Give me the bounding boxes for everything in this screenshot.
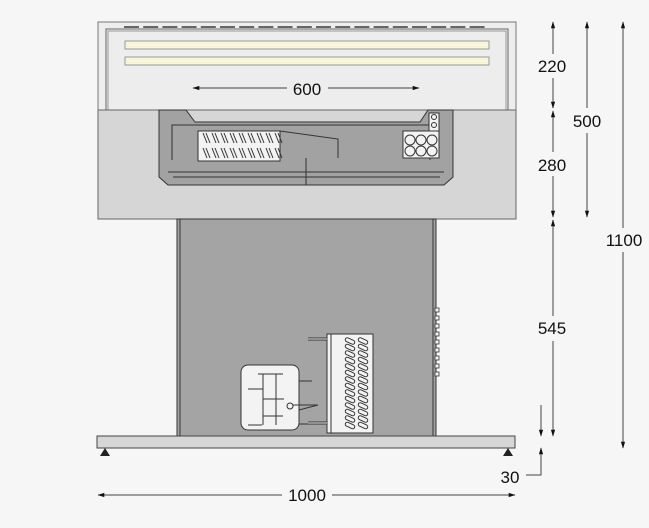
glass-canopy	[97, 21, 517, 111]
slot	[412, 26, 427, 28]
dim-500: 500	[573, 112, 601, 131]
slot	[200, 26, 216, 28]
slot	[181, 26, 197, 28]
slot	[124, 26, 139, 28]
vent-slot	[434, 347, 440, 353]
slot	[239, 26, 255, 28]
slot	[258, 26, 274, 28]
slot	[143, 26, 159, 28]
dim-280: 280	[538, 156, 566, 175]
vent-slot	[434, 355, 440, 361]
vent-slot	[434, 339, 440, 345]
base-cabinet	[176, 218, 440, 437]
dim-545: 545	[538, 319, 566, 338]
evaporator-coil	[197, 130, 283, 162]
slot	[277, 26, 293, 28]
dimension-lines	[97, 21, 626, 498]
slot	[316, 26, 331, 28]
foot	[503, 448, 513, 456]
counter-body	[97, 109, 517, 220]
vent-slot	[434, 307, 440, 313]
ventilation-slots	[124, 26, 485, 28]
vent-slot	[434, 371, 440, 377]
slot	[296, 26, 312, 28]
slot	[373, 26, 389, 28]
vent-slot	[434, 363, 440, 369]
slot	[450, 26, 466, 28]
slot	[469, 26, 485, 28]
dim-600: 600	[293, 80, 321, 99]
slot	[431, 26, 447, 28]
condenser	[308, 333, 374, 434]
vent-slot	[434, 323, 440, 329]
slot	[335, 26, 351, 28]
dim-30: 30	[501, 468, 520, 487]
dim-1000: 1000	[288, 486, 326, 505]
dim-220: 220	[538, 57, 566, 76]
light-tube	[124, 56, 490, 66]
dim-1100: 1100	[606, 231, 643, 250]
plinth	[96, 435, 516, 456]
compressor	[240, 364, 319, 431]
slot	[354, 26, 370, 28]
foot	[100, 448, 110, 456]
light-tube	[124, 40, 490, 50]
slot	[162, 26, 178, 28]
vent-slot	[434, 315, 440, 321]
slot	[392, 26, 408, 28]
fan-unit	[402, 112, 440, 159]
slot	[220, 26, 235, 28]
vent-slot	[434, 331, 440, 337]
